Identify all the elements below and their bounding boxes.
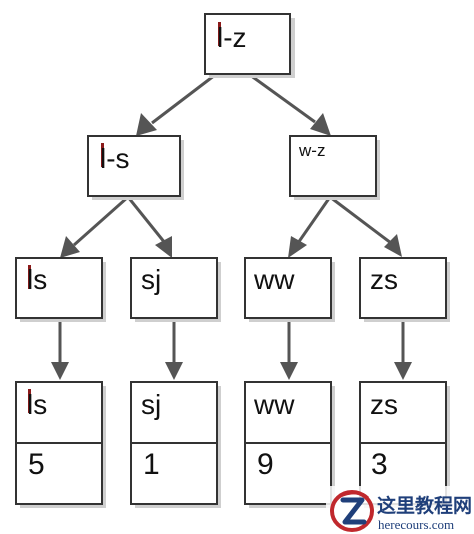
leaf-ls-key: ls	[27, 389, 47, 420]
edge-w-z-to-ww	[296, 196, 332, 244]
text-cursor-mark	[28, 389, 31, 413]
node-ls: ls	[15, 257, 106, 322]
leaf-zs-key: zs	[370, 389, 398, 420]
text-cursor-mark	[218, 22, 221, 46]
leaf-ls-value: 5	[28, 448, 45, 481]
arrowhead-zs	[384, 234, 402, 257]
watermark-subtitle: herecours.com	[378, 517, 454, 532]
edge-l-s-to-sj	[126, 196, 167, 244]
watermark: 这里教程网 herecours.com	[326, 486, 474, 534]
arrowhead-leaf-sj	[165, 362, 183, 380]
arrowhead-w-z	[310, 113, 331, 136]
node-ww: ww	[244, 257, 335, 322]
node-root: l-z	[204, 13, 295, 78]
arrowhead-l-s	[136, 113, 157, 136]
node-ww-label: ww	[253, 264, 295, 295]
node-root-label: l-z	[217, 22, 247, 53]
edges	[51, 73, 412, 380]
node-sj: sj	[130, 257, 221, 322]
leaf-ww-value: 9	[257, 448, 274, 481]
leaf-sj: sj 1	[130, 381, 221, 508]
leaf-sj-key: sj	[141, 389, 161, 420]
edge-root-to-l-s	[151, 73, 216, 125]
watermark-logo-icon	[330, 490, 374, 532]
leaf-sj-value: 1	[143, 448, 160, 481]
node-zs-label: zs	[370, 264, 398, 295]
node-l-s: l-s	[87, 135, 184, 200]
text-cursor-mark	[101, 143, 104, 167]
edge-l-s-to-ls	[73, 195, 129, 247]
edge-root-to-w-z	[249, 73, 316, 124]
leaf-ls: ls 5	[15, 381, 106, 508]
arrowhead-leaf-ww	[280, 362, 298, 380]
watermark-title: 这里教程网	[377, 494, 472, 517]
arrowhead-leaf-zs	[394, 362, 412, 380]
leaf-ww: ww 9	[244, 381, 335, 508]
node-l-s-label: l-s	[100, 143, 130, 174]
arrowhead-leaf-ls	[51, 362, 69, 380]
node-sj-label: sj	[141, 264, 161, 295]
edge-w-z-to-zs	[329, 195, 392, 245]
leaf-zs-value: 3	[371, 448, 388, 481]
arrowhead-sj	[155, 236, 172, 258]
text-cursor-mark	[28, 265, 31, 289]
arrowhead-ls	[60, 236, 80, 258]
node-zs: zs	[359, 257, 450, 322]
leaf-ww-key: ww	[253, 389, 295, 420]
node-w-z-label: w-z	[298, 141, 325, 160]
node-w-z: w-z	[289, 135, 380, 200]
node-ls-label: ls	[27, 264, 47, 295]
arrowhead-ww	[288, 236, 307, 258]
